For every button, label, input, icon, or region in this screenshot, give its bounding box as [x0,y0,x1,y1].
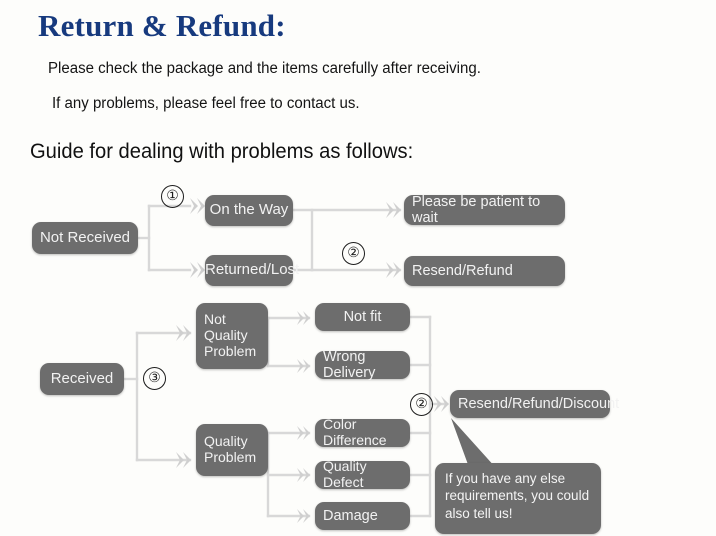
node-received[interactable]: Received [40,363,124,395]
node-color-difference[interactable]: Color Difference [315,416,410,448]
callout-bubble: If you have any else requirements, you c… [435,463,601,534]
callout-line-1: If you have any else [445,471,566,486]
nqp-line-1: Not [204,311,226,328]
step-number-1-label: ① [166,189,179,204]
intro-line-1: Please check the package and the items c… [48,60,481,77]
node-please-be-patient-label: Please be patient to wait [412,193,541,226]
page-title: Return & Refund: [38,8,286,43]
node-quality-defect[interactable]: Quality Defect [315,458,410,490]
node-damage-label: Damage [323,507,378,524]
qp-line-2: Problem [204,449,257,465]
node-not-received-label: Not Received [39,228,131,246]
node-on-the-way[interactable]: On the Way [205,195,293,226]
node-not-fit[interactable]: Not fit [315,303,410,331]
node-quality-defect-label: Quality Defect [323,458,367,490]
step-number-1: ① [161,185,184,208]
node-damage[interactable]: Damage [315,502,410,530]
step-number-2-top: ② [342,242,365,265]
node-resend-refund[interactable]: Resend/Refund [404,256,565,286]
node-please-be-patient[interactable]: Please be patient to wait [404,193,565,226]
node-returned-lost[interactable]: Returned/Lost [205,255,300,286]
node-quality-problem-label: Quality Problem [204,434,268,465]
node-received-label: Received [50,369,114,387]
node-not-quality-problem-label: Not Quality Problem [204,312,268,359]
node-not-fit-label: Not fit [343,308,382,325]
node-resend-refund-discount[interactable]: Resend/Refund/Discount [450,390,620,418]
node-color-difference-label: Color Difference [323,416,387,448]
nqp-line-2: Quality [204,327,248,344]
node-on-the-way-label: On the Way [209,201,289,219]
node-wrong-delivery-label: Wrong Delivery [323,348,376,381]
node-quality-problem[interactable]: Quality Problem [196,424,268,476]
qp-line-1: Quality [204,433,248,450]
step-number-3-label: ③ [148,371,161,386]
node-not-quality-problem[interactable]: Not Quality Problem [196,303,268,369]
step-number-2-top-label: ② [347,246,360,261]
node-wrong-delivery[interactable]: Wrong Delivery [315,348,410,381]
nqp-line-3: Problem [204,342,257,359]
step-number-2-bottom: ② [410,393,433,416]
guide-heading: Guide for dealing with problems as follo… [30,140,414,163]
step-number-2-bottom-label: ② [415,397,428,412]
intro-line-2: If any problems, please feel free to con… [52,95,360,112]
step-number-3: ③ [143,367,166,390]
node-resend-refund-label: Resend/Refund [412,262,513,279]
callout-line-3: also tell us! [445,505,513,521]
callout-line-2: requirements, you could [445,488,590,504]
node-resend-refund-discount-label: Resend/Refund/Discount [458,395,620,412]
node-returned-lost-label: Returned/Lost [205,261,300,279]
node-not-received[interactable]: Not Received [32,222,138,254]
